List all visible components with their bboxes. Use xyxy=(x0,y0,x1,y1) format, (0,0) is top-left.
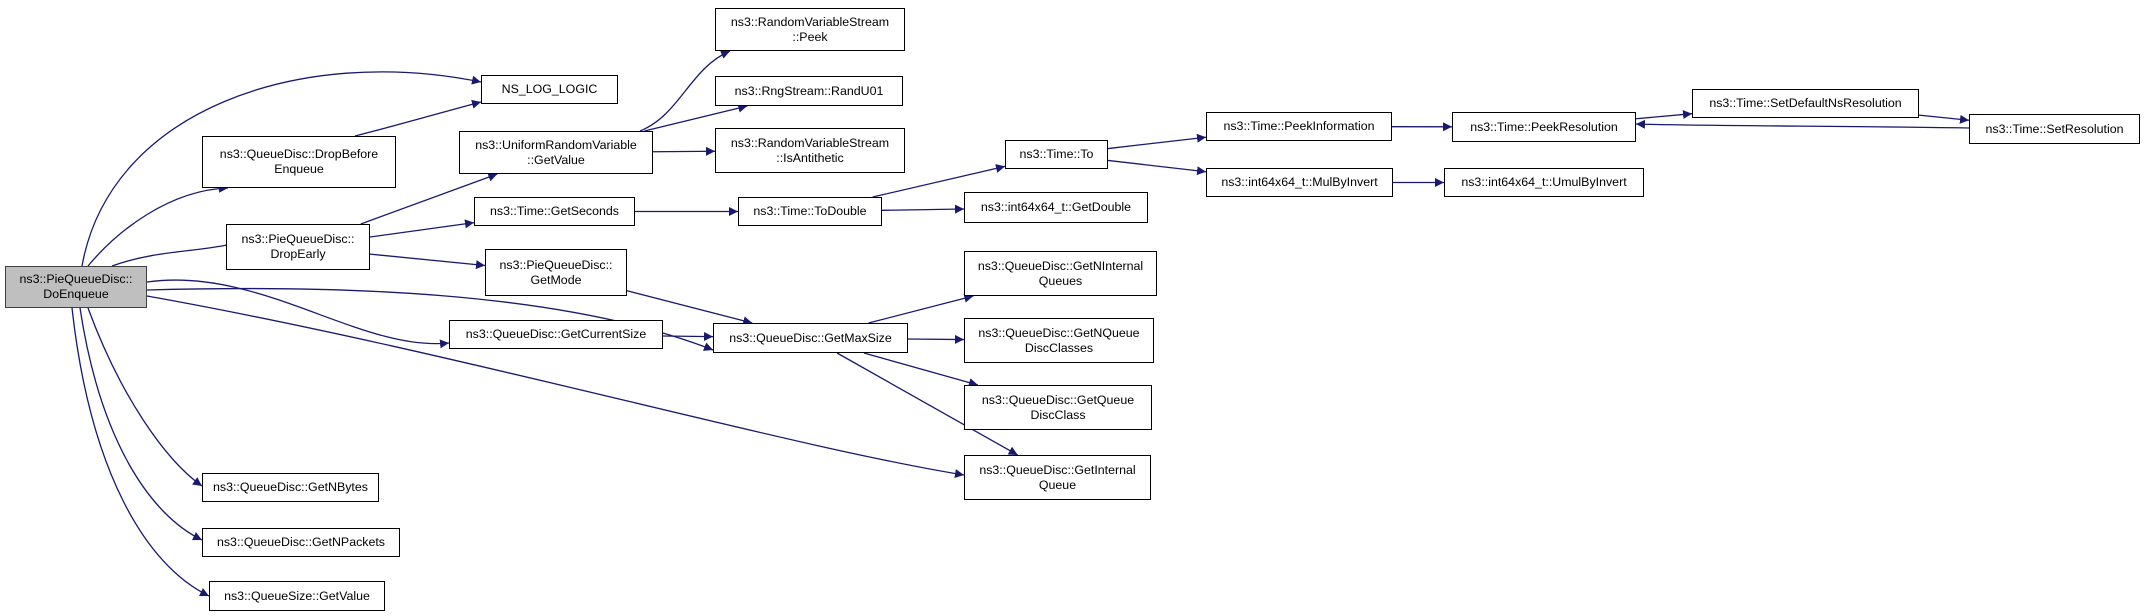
node-label-line: Enqueue xyxy=(274,162,324,176)
node-random-variable-stream-peek[interactable]: ns3::RandomVariableStream ::Peek xyxy=(715,8,905,51)
node-label-line: ns3::Time::SetDefaultNsResolution xyxy=(1709,96,1902,110)
node-label-line: ::Peek xyxy=(792,29,828,44)
call-edge-time-to-to-int64-mul-by-invert xyxy=(1107,159,1207,176)
node-label-line: ns3::QueueDisc::GetQueue xyxy=(981,392,1135,407)
node-queue-disc-get-current-size[interactable]: ns3::QueueDisc::GetCurrentSize xyxy=(449,320,663,349)
node-time-set-default-ns-resolution[interactable]: ns3::Time::SetDefaultNsResolution xyxy=(1692,89,1919,118)
call-edge-do-enqueue-to-get-current-size xyxy=(146,279,450,349)
node-time-peek-information[interactable]: ns3::Time::PeekInformation xyxy=(1206,112,1392,141)
node-label-line: ns3::Time::To xyxy=(1019,147,1094,161)
node-label-line: GetMode xyxy=(530,272,582,287)
call-edge-time-set-resolution-to-time-peek-resolution xyxy=(1635,119,1970,129)
call-edge-time-peek-resolution-to-time-set-default-ns-resolution xyxy=(1635,110,1693,120)
node-time-peek-resolution[interactable]: ns3::Time::PeekResolution xyxy=(1452,112,1636,142)
node-time-get-seconds[interactable]: ns3::Time::GetSeconds xyxy=(474,197,635,226)
node-label-line: ns3::QueueDisc::DropBefore xyxy=(219,147,379,161)
node-label-line: ns3::QueueDisc::GetNQueue xyxy=(978,325,1140,340)
call-edge-do-enqueue-to-queue-size-get-value xyxy=(71,307,210,597)
call-edge-do-enqueue-to-ns-log-logic xyxy=(81,71,482,267)
call-edge-pie-get-mode-to-get-max-size xyxy=(626,290,753,326)
node-label-line: ns3::Time::GetSeconds xyxy=(489,204,619,218)
node-label-line: DiscClasses xyxy=(1024,340,1094,355)
node-label-line: ns3::UniformRandomVariable xyxy=(475,137,637,152)
node-label-line: ::IsAntithetic xyxy=(776,150,844,165)
node-int64x64-mul-by-invert[interactable]: ns3::int64x64_t::MulByInvert xyxy=(1206,168,1393,197)
call-edge-do-enqueue-to-get-internal-queue xyxy=(146,295,965,478)
node-queue-size-get-value[interactable]: ns3::QueueSize::GetValue xyxy=(209,581,385,611)
node-label-line: ns3::QueueSize::GetValue xyxy=(224,588,370,603)
call-edge-time-set-default-ns-resolution-to-time-set-resolution xyxy=(1918,114,1970,124)
node-label-line: ns3::PieQueueDisc:: xyxy=(241,232,355,246)
node-label-line: ns3::QueueDisc::GetNPackets xyxy=(216,535,386,549)
call-edge-do-enqueue-to-get-npackets xyxy=(79,307,203,541)
node-queue-disc-drop-before-enqueue[interactable]: ns3::QueueDisc::DropBefore Enqueue xyxy=(202,136,396,188)
node-label-line: ns3::QueueDisc::GetCurrentSize xyxy=(465,327,647,341)
node-queue-disc-get-npackets[interactable]: ns3::QueueDisc::GetNPackets xyxy=(202,528,400,557)
node-label-line: DropEarly xyxy=(270,247,326,261)
node-label-line: NS_LOG_LOGIC xyxy=(501,82,598,96)
node-time-set-resolution[interactable]: ns3::Time::SetResolution xyxy=(1969,114,2140,144)
node-random-variable-stream-is-antithetic[interactable]: ns3::RandomVariableStream ::IsAntithetic xyxy=(715,128,905,173)
node-label-line: ns3::RandomVariableStream xyxy=(730,135,890,150)
node-label-line: ns3::Time::ToDouble xyxy=(753,204,867,218)
call-edge-drop-before-enqueue-to-ns-log-logic xyxy=(354,99,482,137)
node-label-line: ns3::QueueDisc::GetInternal xyxy=(979,462,1136,477)
call-edge-get-max-size-to-get-internal-queue xyxy=(836,352,1018,456)
call-edge-time-to-double-to-int64-get-double xyxy=(881,204,965,214)
node-label-line: ::GetValue xyxy=(527,152,585,167)
node-time-to-double[interactable]: ns3::Time::ToDouble xyxy=(738,197,882,226)
node-label-line: ns3::Time::SetResolution xyxy=(1985,121,2124,136)
node-label-line: Queue xyxy=(1038,477,1077,492)
node-queue-disc-get-nbytes[interactable]: ns3::QueueDisc::GetNBytes xyxy=(202,473,379,502)
node-label-line: DiscClass xyxy=(1030,407,1086,422)
node-queue-disc-get-max-size[interactable]: ns3::QueueDisc::GetMaxSize xyxy=(713,323,908,353)
call-edge-drop-early-to-time-get-seconds xyxy=(369,219,475,238)
call-edge-do-enqueue-to-drop-before-enqueue xyxy=(87,183,229,267)
call-edge-get-max-size-to-get-queue-disc-class xyxy=(863,352,979,387)
node-ns-log-logic[interactable]: NS_LOG_LOGIC xyxy=(481,75,618,104)
call-edge-get-current-size-to-get-max-size xyxy=(662,332,714,342)
node-queue-disc-get-n-queue-disc-classes[interactable]: ns3::QueueDisc::GetNQueue DiscClasses xyxy=(964,318,1154,363)
node-label-line: ns3::PieQueueDisc:: xyxy=(499,257,613,272)
call-edge-time-to-to-time-peek-information xyxy=(1107,133,1207,150)
call-edge-uniform-get-value-to-rng-rand-u01 xyxy=(644,103,748,132)
node-label-line: ns3::Time::PeekInformation xyxy=(1223,119,1375,133)
node-label-line: ns3::QueueDisc::GetNInternal xyxy=(977,258,1144,273)
node-label-line: ns3::QueueDisc::GetMaxSize xyxy=(729,330,892,345)
node-rng-stream-rand-u01[interactable]: ns3::RngStream::RandU01 xyxy=(715,76,903,106)
call-edge-uniform-get-value-to-rvs-peek xyxy=(639,50,731,132)
node-queue-disc-get-n-internal-queues[interactable]: ns3::QueueDisc::GetNInternal Queues xyxy=(964,251,1157,296)
node-label-line: ns3::RngStream::RandU01 xyxy=(734,83,884,98)
node-int64x64-get-double[interactable]: ns3::int64x64_t::GetDouble xyxy=(964,192,1148,223)
node-label-line: Queues xyxy=(1038,273,1083,288)
node-queue-disc-get-internal-queue[interactable]: ns3::QueueDisc::GetInternal Queue xyxy=(964,455,1151,500)
node-label-line: ns3::int64x64_t::GetDouble xyxy=(980,200,1132,214)
call-edge-get-max-size-to-get-n-queue-disc-classes xyxy=(907,334,965,344)
node-label-line: ns3::Time::PeekResolution xyxy=(1470,119,1618,134)
call-edge-do-enqueue-to-get-nbytes xyxy=(87,307,203,487)
node-queue-disc-get-queue-disc-class[interactable]: ns3::QueueDisc::GetQueue DiscClass xyxy=(964,385,1152,430)
node-time-to[interactable]: ns3::Time::To xyxy=(1005,140,1108,169)
node-label-line: DoEnqueue xyxy=(43,287,109,301)
call-edge-get-max-size-to-get-n-internal-queues xyxy=(868,293,974,324)
call-edge-drop-early-to-uniform-get-value xyxy=(360,172,498,225)
call-edge-time-to-double-to-time-to xyxy=(872,164,1006,198)
node-label-line: ns3::QueueDisc::GetNBytes xyxy=(213,480,368,494)
node-label-line: ns3::int64x64_t::UmulByInvert xyxy=(1461,175,1627,189)
node-label-line: ns3::RandomVariableStream xyxy=(730,14,890,29)
node-label-line: ns3::int64x64_t::MulByInvert xyxy=(1221,175,1378,189)
node-label-line: ns3::PieQueueDisc:: xyxy=(19,272,133,286)
node-pie-queue-disc-get-mode[interactable]: ns3::PieQueueDisc:: GetMode xyxy=(485,249,627,296)
call-edge-drop-early-to-pie-get-mode xyxy=(369,253,486,270)
node-uniform-random-variable-get-value[interactable]: ns3::UniformRandomVariable ::GetValue xyxy=(459,131,653,174)
node-pie-queue-disc-do-enqueue[interactable]: ns3::PieQueueDisc:: DoEnqueue xyxy=(5,266,147,308)
node-int64x64-umul-by-invert[interactable]: ns3::int64x64_t::UmulByInvert xyxy=(1444,168,1644,197)
node-pie-queue-disc-drop-early[interactable]: ns3::PieQueueDisc:: DropEarly xyxy=(226,224,370,270)
